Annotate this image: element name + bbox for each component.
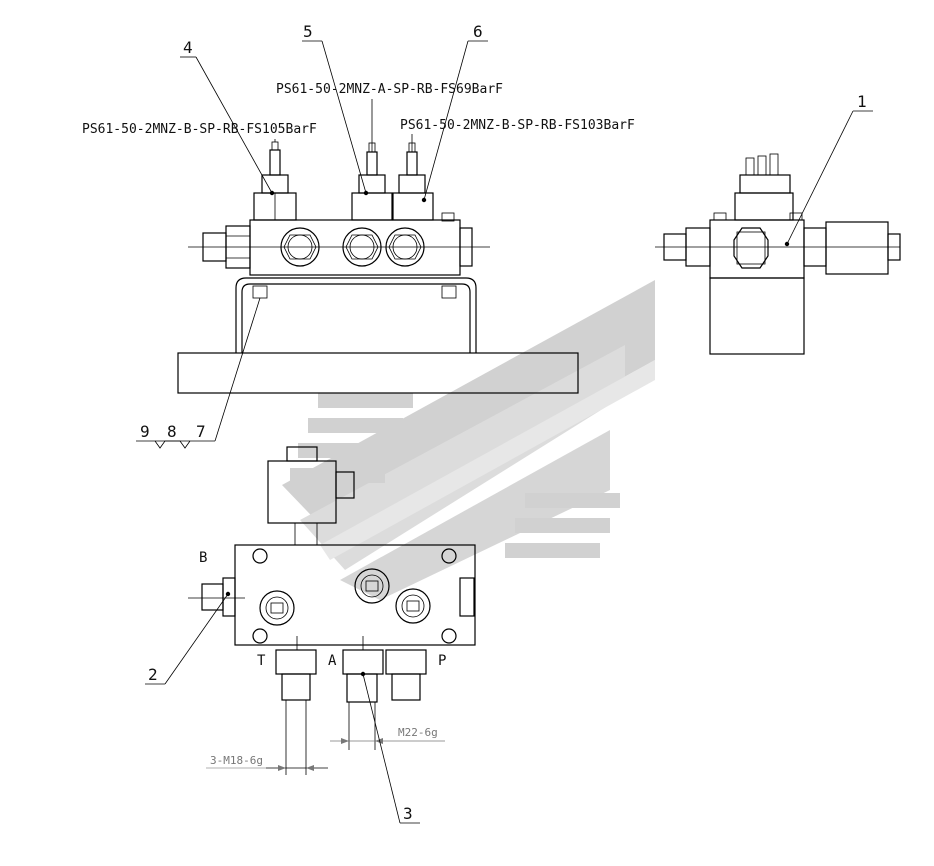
side-view — [655, 153, 901, 355]
top-port-1 — [259, 590, 295, 626]
leader-lines — [136, 40, 873, 824]
fitting-a — [342, 649, 384, 750]
pressure-switch-6 — [392, 142, 434, 221]
label-sensor-a: PS61-50-2MNZ-A-SP-RB-FS69BarF — [276, 82, 503, 97]
pressure-switch-5 — [351, 142, 393, 221]
port-label-b: B — [199, 550, 207, 566]
dim-thread-small: 3-M18-6g — [210, 754, 263, 767]
front-view — [177, 141, 579, 394]
top-port-3 — [395, 588, 431, 624]
callout-8: 8 — [167, 422, 177, 441]
top-port-2 — [354, 568, 390, 604]
callout-2: 2 — [148, 665, 158, 684]
callout-1: 1 — [857, 92, 867, 111]
front-port-1 — [280, 227, 320, 267]
fitting-p — [385, 649, 427, 701]
port-label-t: T — [257, 653, 266, 669]
callout-9: 9 — [140, 422, 150, 441]
front-port-2 — [342, 227, 382, 267]
callout-5: 5 — [303, 22, 313, 41]
label-sensor-b105: PS61-50-2MNZ-B-SP-RB-FS105BarF — [82, 122, 317, 137]
label-sensor-b103: PS61-50-2MNZ-B-SP-RB-FS103BarF — [400, 118, 635, 133]
front-port-3 — [385, 227, 425, 267]
watermark-logo — [282, 280, 655, 600]
callout-7: 7 — [196, 422, 206, 441]
base-plate — [177, 352, 579, 394]
callout-6: 6 — [473, 22, 483, 41]
callout-3: 3 — [403, 804, 413, 823]
dim-thread-large: M22-6g — [398, 726, 438, 739]
fitting-t — [275, 649, 317, 775]
port-label-p: P — [438, 653, 446, 669]
top-view — [188, 446, 476, 775]
port-label-a: A — [328, 653, 337, 669]
pressure-switch-4 — [253, 141, 297, 221]
callout-4: 4 — [183, 38, 193, 57]
